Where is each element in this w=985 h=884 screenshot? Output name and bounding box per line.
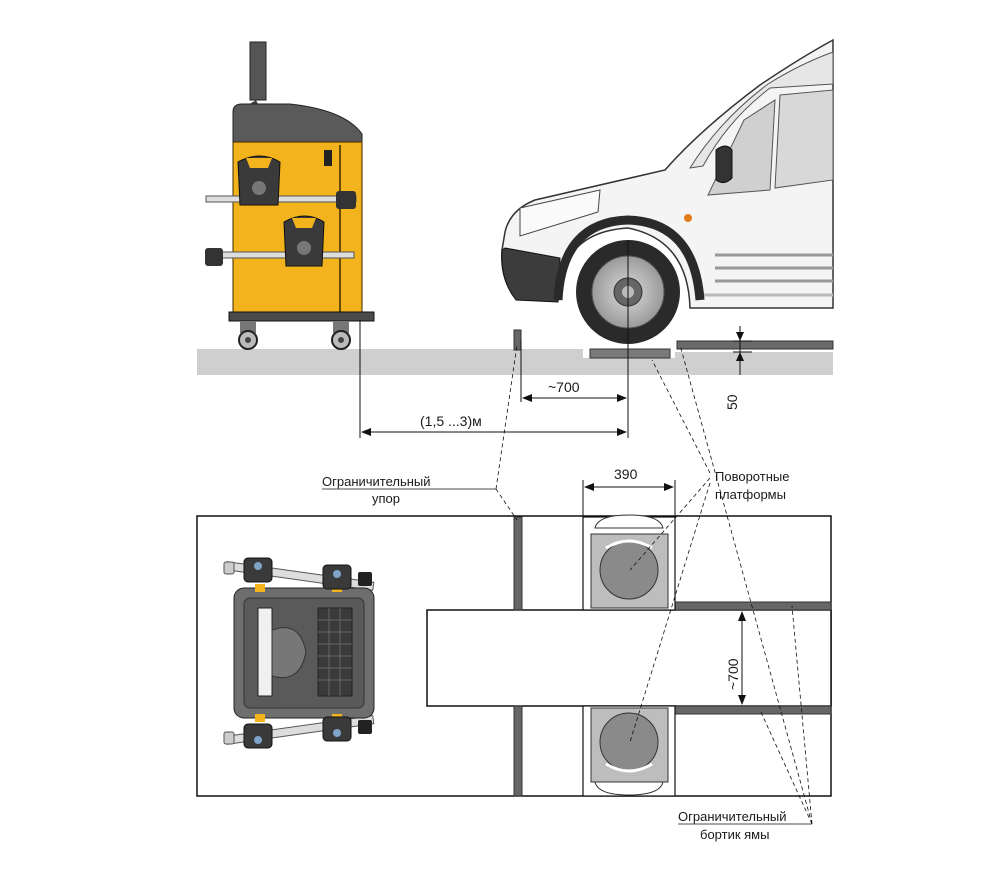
limit-stop-top-lower <box>513 705 523 797</box>
dim-height-text: 50 <box>724 394 740 410</box>
turntable-side <box>589 348 671 359</box>
floor-strip <box>197 349 583 375</box>
floor-pit-gap <box>583 358 675 375</box>
callout-pit-border-line1: Ограничительный <box>678 809 787 824</box>
limit-stop-top-upper <box>513 516 523 611</box>
side-mirror <box>715 145 733 184</box>
caster-left <box>238 321 258 350</box>
pit-border-upper <box>674 601 832 611</box>
headlight <box>519 189 601 237</box>
callout-limit-stop-line1: Ограничительный <box>322 474 431 489</box>
monitor <box>249 41 267 101</box>
sensor-heads-top <box>223 557 372 749</box>
side-view: ~700 (1,5 ...3)м 50 <box>197 38 834 438</box>
caster-right <box>331 321 351 350</box>
dim-platform-text: 390 <box>614 466 638 482</box>
monitor-top-view <box>257 607 273 697</box>
vehicle <box>501 38 834 344</box>
turntable-upper <box>590 514 669 609</box>
pit-border-lower <box>674 705 832 715</box>
sensor-bar-lower <box>213 251 355 259</box>
cabinet-base <box>228 311 375 322</box>
callouts: Ограничительный упор Поворотные платформ… <box>322 344 813 842</box>
sensor-bar-upper <box>205 195 357 203</box>
limit-stop-side <box>513 329 522 351</box>
top-view: 390 ~700 <box>196 466 832 797</box>
dim-track-text: ~700 <box>725 658 741 690</box>
floor-strip-right <box>675 352 833 375</box>
side-window <box>774 89 834 189</box>
dim-stand-text: (1,5 ...3)м <box>420 413 482 429</box>
keyboard-grid <box>317 607 353 697</box>
callout-turntables-line1: Поворотные <box>715 469 789 484</box>
center-lane <box>426 609 832 707</box>
aligner-stand <box>205 41 375 350</box>
callout-pit-border-line2: бортик ямы <box>700 827 769 842</box>
dim-approach-text: ~700 <box>548 379 580 395</box>
pit-border-side <box>676 340 834 350</box>
callout-turntables-line2: платформы <box>715 487 786 502</box>
callout-limit-stop-line2: упор <box>372 491 400 506</box>
sensor-head-upper <box>237 155 281 206</box>
turntable-lower <box>590 707 669 796</box>
front-bumper <box>501 247 561 303</box>
aligner-stand-top <box>223 557 375 749</box>
cabinet-top <box>232 103 363 146</box>
sensor-head-lower <box>283 215 325 267</box>
